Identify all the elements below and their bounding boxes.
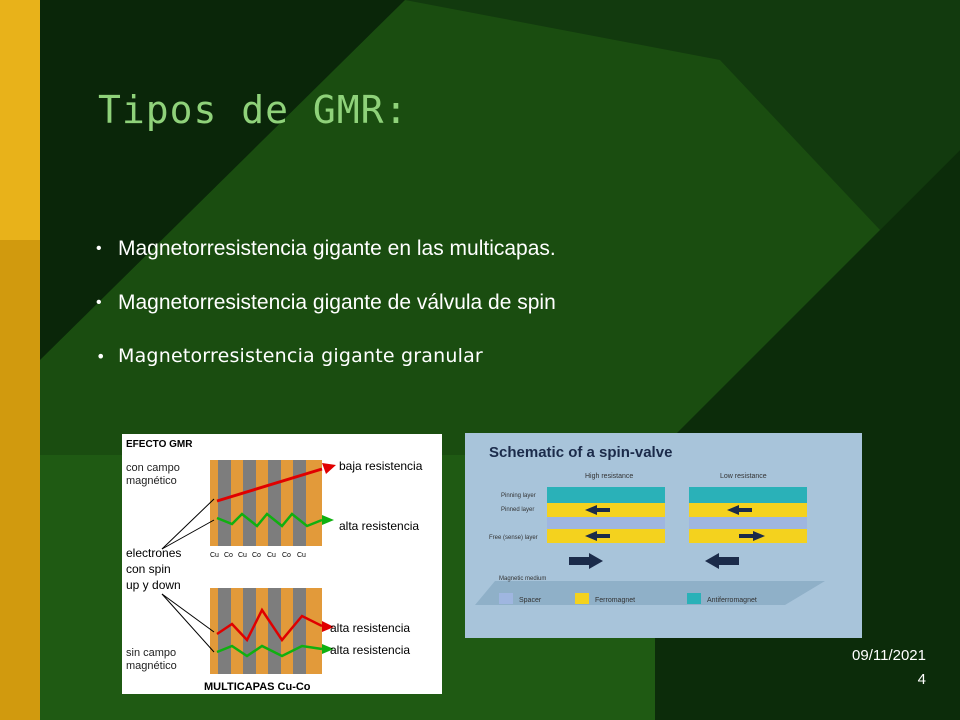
- electrons-label-1: electrones: [126, 546, 181, 560]
- svg-text:Spacer: Spacer: [519, 597, 542, 604]
- spin-valve-legend: Spacer Ferromagnet Antiferromagnet: [499, 593, 757, 604]
- bullet-dot: •: [96, 240, 102, 257]
- bullet-list: • Magnetorresistencia gigante en las mult…: [96, 234, 556, 396]
- svg-text:Cu: Cu: [210, 552, 219, 559]
- gmr-effect-diagram: EFECTO GMR con campo magnético baja resi…: [126, 439, 423, 693]
- slide-date: 09/11/2021: [852, 647, 926, 664]
- bullet-dot: •: [96, 347, 106, 366]
- pointer-lines: [161, 498, 215, 653]
- left-bar-top: [0, 0, 40, 240]
- low-resistance-caption: Low resistance: [720, 473, 767, 480]
- layer-captions: Pinning layer Pinned layer Free (sense) …: [489, 493, 546, 582]
- high-resistance-path: [216, 512, 323, 528]
- svg-text:Cu: Cu: [297, 552, 306, 559]
- svg-text:Cu: Cu: [238, 552, 247, 559]
- no-field-green-path: [216, 644, 323, 658]
- left-bar-bottom: [0, 240, 40, 720]
- bullet-text: Magnetorresistencia gigante granular: [118, 345, 483, 367]
- low-resistance-label: baja resistencia: [339, 459, 423, 473]
- bullet-dot: •: [96, 294, 102, 311]
- no-field-label-2: magnético: [126, 660, 177, 672]
- svg-text:Cu: Cu: [267, 552, 276, 559]
- no-field-red-path: [216, 607, 323, 643]
- gmr-figure-title: EFECTO GMR: [126, 439, 193, 450]
- svg-text:Co: Co: [282, 552, 291, 559]
- spin-valve-figure: Schematic of a spin-valve High resistanc…: [465, 433, 862, 638]
- bullet-text: Magnetorresistencia gigante en las multi…: [118, 237, 556, 260]
- with-field-label-1: con campo: [126, 462, 180, 474]
- svg-text:Magnetic medium: Magnetic medium: [499, 576, 546, 582]
- bullet-item: • Magnetorresistencia gigante en las mult…: [96, 234, 556, 263]
- svg-text:Co: Co: [252, 552, 261, 559]
- bottom-layer-stack: [210, 588, 322, 674]
- high-resistance-caption: High resistance: [585, 473, 633, 480]
- svg-text:Antiferromagnet: Antiferromagnet: [707, 597, 757, 604]
- high-resistance-label: alta resistencia: [339, 519, 419, 533]
- magnetic-medium-plane: [475, 581, 825, 605]
- bullet-text: Magnetorresistencia gigante de válvula d…: [118, 291, 556, 314]
- slide-page-number: 4: [917, 671, 926, 688]
- svg-text:Free (sense) layer: Free (sense) layer: [489, 535, 538, 541]
- bullet-item: • Magnetorresistencia gigante granular: [96, 342, 556, 371]
- svg-text:Pinning layer: Pinning layer: [501, 493, 536, 499]
- svg-text:Pinned layer: Pinned layer: [501, 507, 534, 513]
- magnetization-arrows: [569, 505, 765, 569]
- svg-text:Ferromagnet: Ferromagnet: [595, 597, 635, 604]
- layer-labels: Cu Co Cu Co Cu Co Cu: [210, 552, 306, 559]
- multilayer-caption: MULTICAPAS Cu-Co: [204, 681, 311, 693]
- spin-valve-title: Schematic of a spin-valve: [489, 444, 672, 461]
- high-resistance-label-3: alta resistencia: [330, 643, 410, 657]
- low-resistance-arrow: [216, 467, 323, 503]
- electrons-label-2: con spin: [126, 562, 171, 576]
- no-field-label-1: sin campo: [126, 647, 176, 659]
- gmr-effect-figure: EFECTO GMR con campo magnético baja resi…: [122, 434, 442, 694]
- bullet-item: • Magnetorresistencia gigante de válvula …: [96, 288, 556, 317]
- electrons-label-3: up y down: [126, 578, 181, 592]
- svg-text:Co: Co: [224, 552, 233, 559]
- high-resistance-label-2: alta resistencia: [330, 621, 410, 635]
- spin-valve-diagram: Schematic of a spin-valve High resistanc…: [475, 444, 825, 605]
- slide-title: Tipos de GMR:: [98, 88, 409, 132]
- with-field-label-2: magnético: [126, 475, 177, 487]
